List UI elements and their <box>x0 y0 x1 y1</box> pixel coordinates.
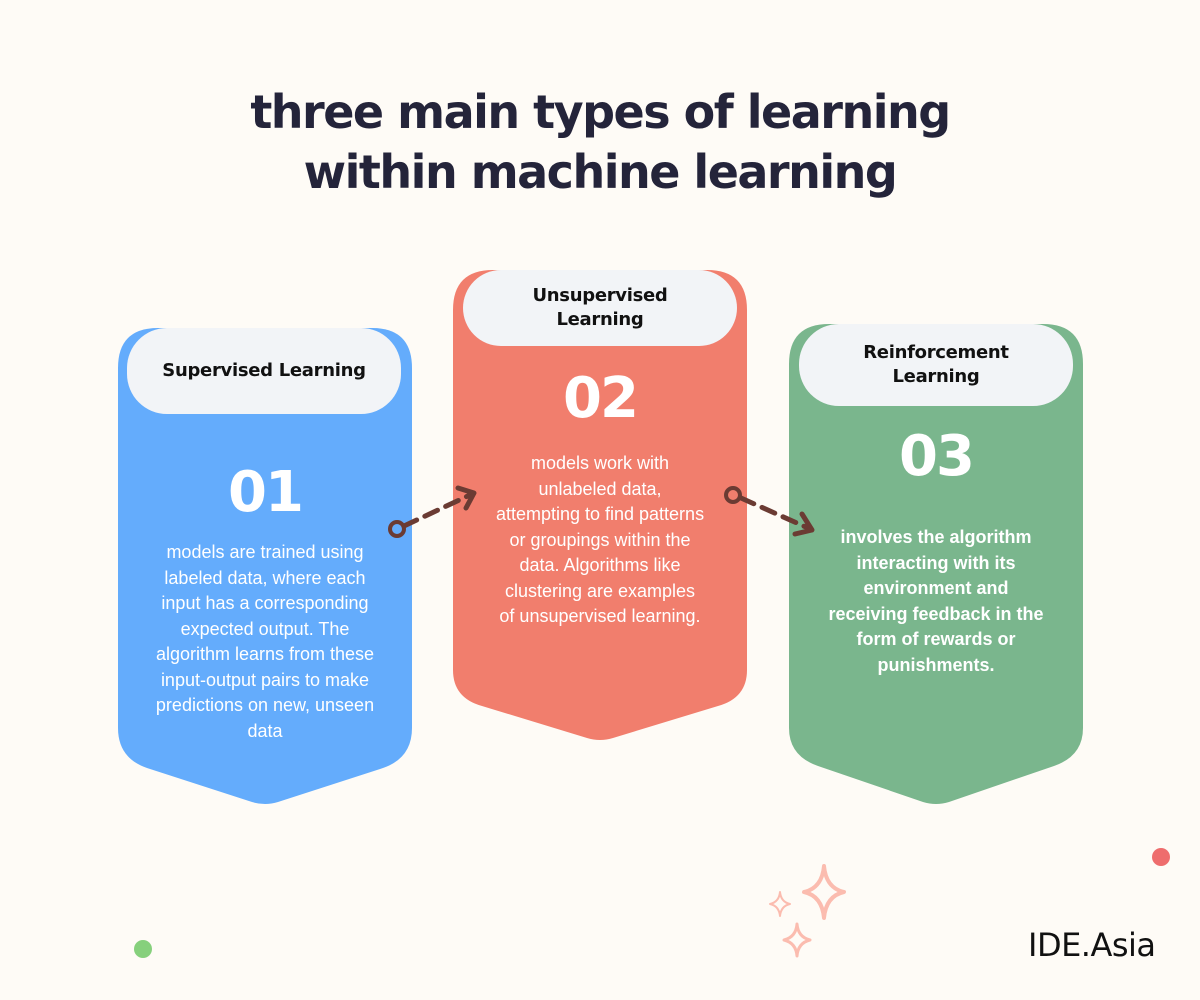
card-supervised-learning: Supervised Learning 01 models are traine… <box>118 328 412 806</box>
card-label: Supervised Learning <box>162 360 366 381</box>
card-label-pill: Unsupervised Learning <box>463 270 737 346</box>
card-shape <box>453 270 747 740</box>
title-line-1: three main types of learning <box>250 85 951 139</box>
card-description: models work with unlabeled data, attempt… <box>495 453 705 626</box>
card-label-pill: Supervised Learning <box>127 328 401 414</box>
dashed-arrow-icon <box>724 486 815 537</box>
card-shape <box>118 328 412 804</box>
card-description: involves the algorithm interacting with … <box>828 527 1044 675</box>
card-label-line-2: Learning <box>892 366 980 387</box>
card-label-pill: Reinforcement Learning <box>799 324 1073 406</box>
title-line-2: within machine learning <box>303 145 898 199</box>
card-shape <box>789 324 1083 804</box>
brand-logo: IDE.Asia <box>1028 926 1156 964</box>
green-dot <box>134 940 152 958</box>
card-number: 03 <box>899 424 975 489</box>
card-number: 01 <box>228 460 304 525</box>
dashed-arrow-icon <box>388 485 477 538</box>
card-label-line-1: Reinforcement <box>863 342 1009 363</box>
card-reinforcement-learning: Reinforcement Learning 03 involves the a… <box>789 324 1083 806</box>
card-label-line-1: Unsupervised <box>532 285 668 306</box>
red-dot <box>1152 848 1170 866</box>
card-label-line-2: Learning <box>556 309 644 330</box>
sparkles-icon <box>769 864 846 958</box>
card-number: 02 <box>563 366 639 431</box>
card-description: models are trained using labeled data, w… <box>155 542 375 741</box>
page-title: three main types of learning within mach… <box>0 82 1200 202</box>
card-unsupervised-learning: Unsupervised Learning 02 models work wit… <box>453 270 747 742</box>
